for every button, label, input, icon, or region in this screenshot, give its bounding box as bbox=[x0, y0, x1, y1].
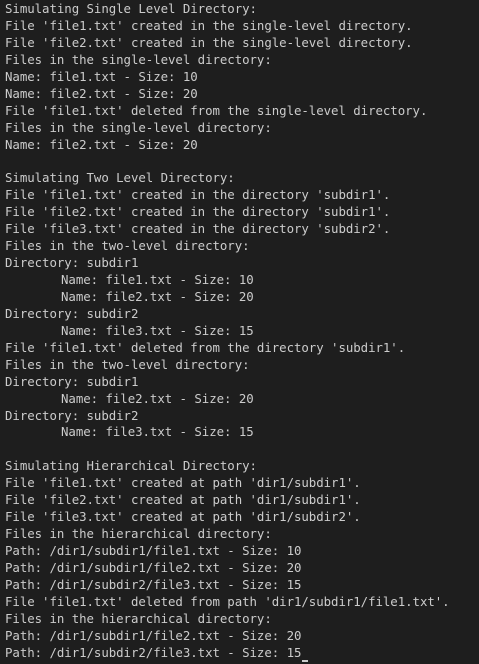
terminal-line: File 'file3.txt' created at path 'dir1/s… bbox=[5, 509, 361, 525]
terminal-line: File 'file2.txt' created in the director… bbox=[5, 204, 391, 220]
terminal-line: File 'file1.txt' deleted from the direct… bbox=[5, 339, 406, 355]
terminal-line: Path: /dir1/subdir1/file1.txt - Size: 10 bbox=[5, 543, 302, 558]
terminal-cursor bbox=[302, 659, 309, 662]
terminal-line: File 'file1.txt' created in the director… bbox=[5, 187, 391, 203]
terminal-blank-line bbox=[5, 441, 450, 458]
terminal-line: Name: file2.txt - Size: 20 bbox=[61, 390, 254, 406]
terminal-line: Directory: subdir2 bbox=[5, 305, 139, 321]
terminal-line: File 'file1.txt' created in the single-l… bbox=[5, 17, 413, 33]
terminal-line: Simulating Hierarchical Directory: bbox=[5, 458, 257, 474]
terminal-blank-line bbox=[5, 153, 450, 170]
terminal-line: File 'file2.txt' created in the single-l… bbox=[5, 34, 413, 50]
terminal-line: Name: file1.txt - Size: 10 bbox=[5, 68, 198, 84]
terminal-line: File 'file3.txt' created in the director… bbox=[5, 221, 391, 237]
terminal-line: File 'file2.txt' created at path 'dir1/s… bbox=[5, 492, 361, 508]
terminal-line: File 'file1.txt' created at path 'dir1/s… bbox=[5, 475, 361, 491]
terminal-line: Path: /dir1/subdir2/file3.txt - Size: 15 bbox=[5, 645, 450, 662]
terminal-line: Files in the two-level directory: bbox=[5, 238, 250, 254]
terminal-output-text: Simulating Single Level Directory:File '… bbox=[0, 1, 450, 662]
terminal-line: Path: /dir1/subdir2/file3.txt - Size: 15 bbox=[5, 576, 302, 592]
terminal-line: Name: file2.txt - Size: 20 bbox=[5, 136, 198, 152]
terminal-line: Directory: subdir2 bbox=[5, 407, 139, 423]
terminal-line: Simulating Single Level Directory: bbox=[5, 1, 257, 16]
terminal-line: File 'file1.txt' deleted from the single… bbox=[5, 102, 428, 118]
terminal-line: Name: file2.txt - Size: 20 bbox=[61, 288, 254, 304]
terminal-line: Name: file3.txt - Size: 15 bbox=[61, 322, 254, 338]
terminal-line: Directory: subdir1 bbox=[5, 373, 139, 389]
terminal-line: Files in the single-level directory: bbox=[5, 119, 272, 135]
terminal-line: Files in the two-level directory: bbox=[5, 356, 250, 372]
terminal-line: Files in the single-level directory: bbox=[5, 51, 272, 67]
terminal-line: Name: file3.txt - Size: 15 bbox=[61, 424, 254, 440]
terminal-line: Path: /dir1/subdir1/file2.txt - Size: 20 bbox=[5, 627, 302, 643]
terminal-line: Name: file1.txt - Size: 10 bbox=[61, 272, 254, 287]
terminal-line: Simulating Two Level Directory: bbox=[5, 170, 235, 186]
terminal-line: Path: /dir1/subdir1/file2.txt - Size: 20 bbox=[5, 559, 302, 575]
terminal-line: File 'file1.txt' deleted from path 'dir1… bbox=[5, 593, 450, 609]
terminal-line: Files in the hierarchical directory: bbox=[5, 526, 272, 542]
terminal-line: Name: file2.txt - Size: 20 bbox=[5, 85, 198, 101]
terminal-line: Directory: subdir1 bbox=[5, 255, 139, 271]
terminal-line: Files in the hierarchical directory: bbox=[5, 610, 272, 626]
